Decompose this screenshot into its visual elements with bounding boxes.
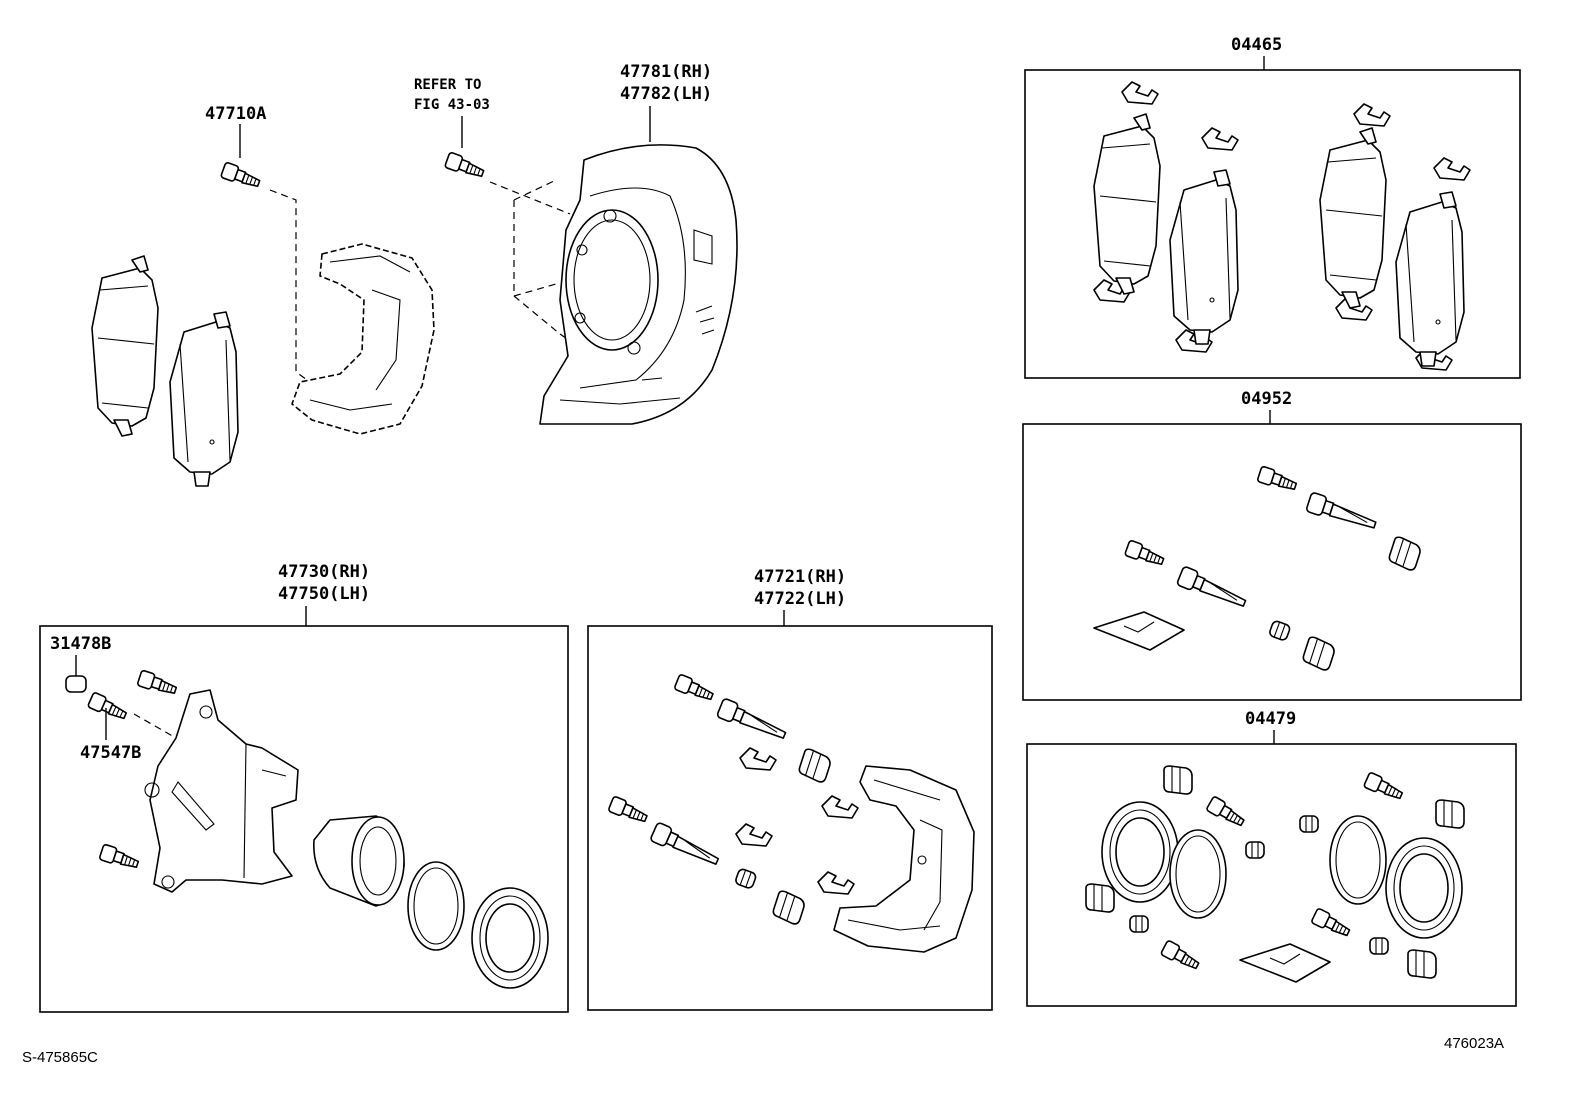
kit-04465-pad-1 xyxy=(1093,113,1161,295)
piston-seal xyxy=(407,861,465,951)
mounting-assembly-box xyxy=(587,625,993,1011)
kit-04465-clip-1 xyxy=(1121,81,1159,105)
label-47710a: 47710A xyxy=(205,104,266,124)
kit-04952-box xyxy=(1022,423,1522,701)
slide-pin-lower xyxy=(649,821,723,870)
pin-bush-lower xyxy=(733,867,758,890)
kit-04479-seal-1 xyxy=(1169,829,1227,919)
caliper-assembly-box xyxy=(39,625,569,1013)
kit-04479-boot-3 xyxy=(1085,883,1115,913)
label-47730: 47730(RH) xyxy=(278,562,370,582)
kit-04479-grease xyxy=(1239,943,1331,983)
kit-04479-bolt-1 xyxy=(1205,795,1248,830)
kit-04465-clip-6 xyxy=(1433,157,1471,181)
mount-bolt-lower xyxy=(607,795,651,826)
label-04479: 04479 xyxy=(1245,709,1296,729)
kit-04479-bush-2 xyxy=(1245,841,1265,859)
bleeder-cap xyxy=(65,675,87,693)
label-47750: 47750(LH) xyxy=(278,584,370,604)
kit-04465-clip-5 xyxy=(1353,103,1391,127)
pin-boot-lower xyxy=(770,889,808,927)
kit-04952-boot-2 xyxy=(1300,635,1338,673)
kit-04479-bolt-2 xyxy=(1362,771,1406,803)
slide-pin-upper xyxy=(715,697,790,744)
label-04465: 04465 xyxy=(1231,35,1282,55)
kit-04479-box xyxy=(1026,743,1517,1007)
label-04952: 04952 xyxy=(1241,389,1292,409)
cylinder-boot xyxy=(471,887,549,989)
kit-04952-bolt-2 xyxy=(1123,539,1167,569)
kit-04479-boot-4 xyxy=(1407,949,1437,979)
kit-04952-bolt-1 xyxy=(1256,465,1299,494)
kit-04465-pad-4 xyxy=(1395,191,1465,367)
pad-support-plate-4 xyxy=(817,871,855,895)
kit-04479-boot-1 xyxy=(1163,765,1193,795)
kit-04465-pad-3 xyxy=(1319,127,1387,309)
caliper-bolt-lower xyxy=(98,843,141,872)
kit-04479-bolt-4 xyxy=(1310,907,1353,940)
kit-04465-clip-2 xyxy=(1201,127,1239,151)
mounting-bracket xyxy=(833,765,975,953)
pad-support-plate-3 xyxy=(735,823,773,847)
pin-boot-upper xyxy=(796,747,834,785)
caliper-mounting-bracket xyxy=(291,243,435,435)
caliper-piston xyxy=(313,815,405,907)
kit-04479-bush-4 xyxy=(1369,937,1389,955)
caliper-bolt-upper xyxy=(136,669,179,698)
bleeder-plug xyxy=(86,691,130,723)
label-refer-fig: FIG 43-03 xyxy=(414,97,490,113)
kit-04479-boot-2 xyxy=(1435,799,1465,829)
label-47781: 47781(RH) xyxy=(620,62,712,82)
kit-04952-bush xyxy=(1267,619,1292,642)
bolt-refer xyxy=(443,151,487,181)
kit-04479-seal-2 xyxy=(1329,815,1387,905)
bolt-47710a xyxy=(219,161,263,191)
pad-support-plate-1 xyxy=(739,747,777,771)
kit-04479-dust-boot-2 xyxy=(1385,837,1463,939)
label-47722: 47722(LH) xyxy=(754,589,846,609)
label-47721: 47721(RH) xyxy=(754,567,846,587)
kit-04952-pin-1 xyxy=(1305,491,1380,534)
label-refer-to: REFER TO xyxy=(414,77,481,93)
pad-support-plate-2 xyxy=(821,795,859,819)
caliper-cylinder xyxy=(144,689,299,893)
diagram-code-right: 476023A xyxy=(1444,1035,1504,1052)
brake-pad-inner xyxy=(169,311,239,487)
kit-04479-bush-1 xyxy=(1299,815,1319,833)
kit-04465-box xyxy=(1024,69,1521,379)
diagram-code-left: S-475865C xyxy=(22,1049,98,1066)
kit-04479-bolt-3 xyxy=(1159,939,1203,973)
kit-04479-bush-3 xyxy=(1129,915,1149,933)
brake-pad-outer xyxy=(91,255,159,437)
kit-04952-pin-2 xyxy=(1175,565,1250,612)
kit-04952-boot-1 xyxy=(1386,535,1424,573)
mount-bolt-upper xyxy=(673,673,717,704)
kit-04479-dust-boot-1 xyxy=(1101,801,1179,903)
kit-04952-grease xyxy=(1093,611,1185,651)
disc-brake-dust-shield xyxy=(539,144,738,425)
label-47547b: 47547B xyxy=(80,743,141,763)
kit-04465-pad-2 xyxy=(1169,169,1239,345)
label-47782: 47782(LH) xyxy=(620,84,712,104)
label-31478b: 31478B xyxy=(50,634,111,654)
